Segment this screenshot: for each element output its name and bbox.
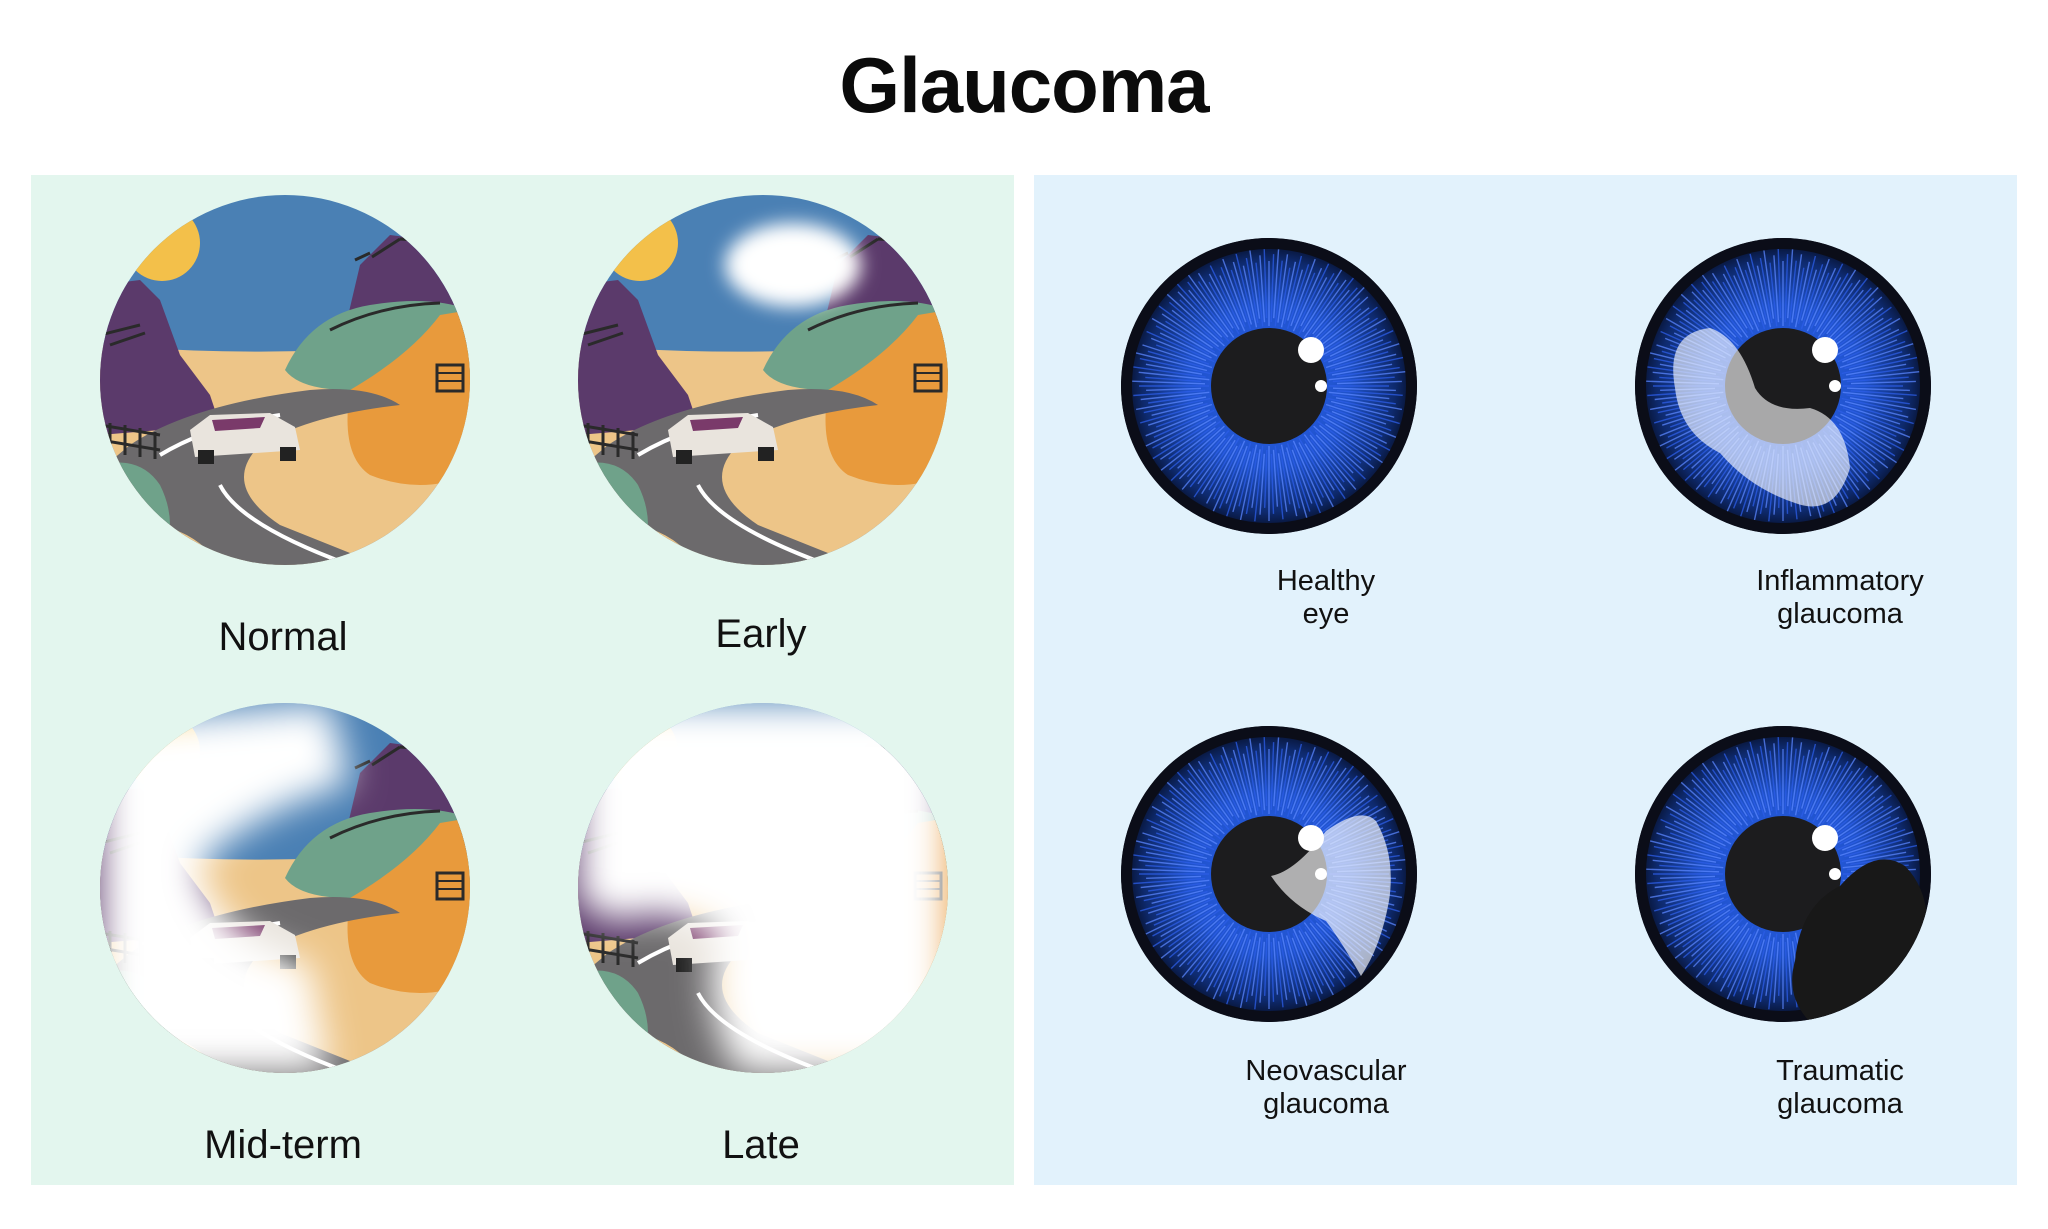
eye-label-traumatic-line1: Traumatic	[1776, 1055, 1904, 1087]
vision-late-illustration	[578, 703, 948, 1073]
eye-label-inflammatory-line1: Inflammatory	[1756, 565, 1924, 597]
eye-label-inflammatory: Inflammatory glaucoma	[1660, 565, 2020, 631]
eye-label-healthy-line2: eye	[1302, 598, 1350, 630]
eye-label-neovascular-line2: glaucoma	[1263, 1088, 1389, 1120]
page-title: Glaucoma	[839, 41, 1209, 129]
vision-normal-illustration	[100, 195, 470, 565]
stage-label-early: Early	[715, 612, 807, 656]
glaucoma-types-panel: Healthy eye Inflammatory glaucoma Neovas…	[1034, 175, 2017, 1185]
vision-early-illustration	[578, 195, 948, 565]
healthy-eye-illustration	[1121, 238, 1417, 534]
eye-label-healthy-line1: Healthy	[1276, 565, 1376, 597]
eye-label-healthy: Healthy eye	[1146, 565, 1506, 631]
inflammatory-eye-illustration	[1635, 238, 1931, 534]
stage-label-normal: Normal	[218, 615, 348, 659]
neovascular-eye-illustration	[1121, 726, 1417, 1022]
vision-stages-panel: Normal Early Mid-term Late	[31, 175, 1014, 1185]
vision-midterm-illustration	[100, 703, 470, 1073]
stage-label-midterm: Mid-term	[204, 1123, 362, 1167]
stage-label-late: Late	[722, 1123, 800, 1167]
eye-label-traumatic: Traumatic glaucoma	[1660, 1055, 2020, 1121]
eye-label-neovascular-line1: Neovascular	[1245, 1055, 1407, 1087]
traumatic-eye-illustration	[1635, 726, 1931, 1022]
eye-label-inflammatory-line2: glaucoma	[1777, 598, 1903, 630]
eye-label-neovascular: Neovascular glaucoma	[1146, 1055, 1506, 1121]
eye-label-traumatic-line2: glaucoma	[1777, 1088, 1903, 1120]
